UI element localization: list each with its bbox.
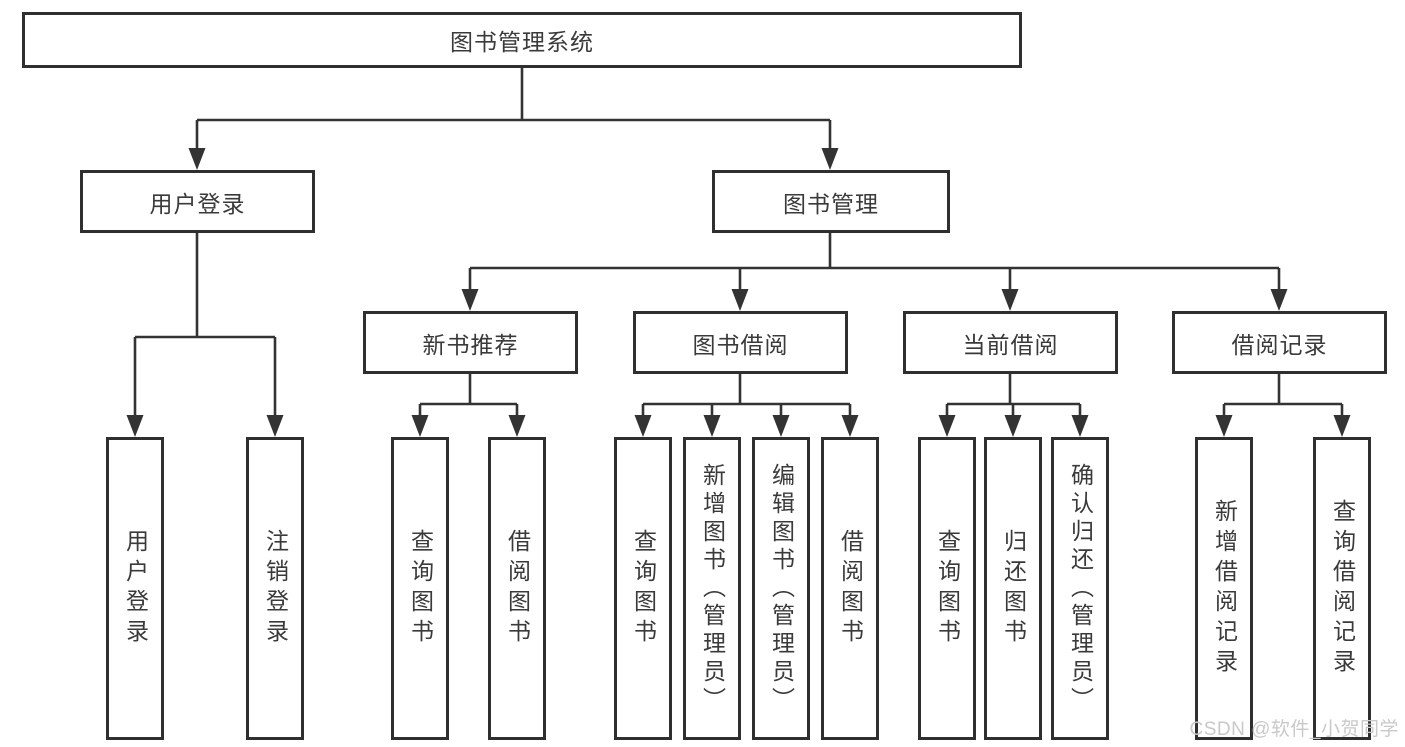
leaf-newbook-query-books: 查询图书	[391, 437, 449, 740]
leaf-current-return-books: 归还图书	[984, 437, 1042, 740]
leaf-borrow-add-books-admin: 新增图书（管理员）	[683, 437, 741, 740]
root-node-library-system: 图书管理系统	[22, 12, 1022, 68]
leaf-records-query-borrow-record: 查询借阅记录	[1313, 437, 1371, 740]
connector-records-to-leaves	[1215, 374, 1351, 437]
node-current-borrowing: 当前借阅	[903, 311, 1118, 374]
node-book-management: 图书管理	[712, 170, 950, 233]
connector-management-to-level3	[461, 233, 1288, 311]
leaf-current-confirm-return-admin: 确认归还（管理员）	[1051, 437, 1109, 740]
csdn-watermark: CSDN @软件_小贺同学	[1189, 719, 1399, 740]
connector-borrow-to-leaves	[634, 374, 859, 437]
leaf-borrow-edit-books-admin: 编辑图书（管理员）	[752, 437, 810, 740]
connector-newbook-to-leaves	[411, 374, 526, 437]
leaf-current-query-books: 查询图书	[918, 437, 976, 740]
node-user-login: 用户登录	[80, 170, 315, 233]
leaf-user-login: 用户登录	[106, 437, 164, 740]
node-book-borrowing: 图书借阅	[633, 311, 848, 374]
node-new-book-recommendation: 新书推荐	[363, 311, 578, 374]
connector-login-to-leaves	[126, 233, 284, 437]
leaf-borrow-borrow-books: 借阅图书	[821, 437, 879, 740]
connector-root-to-level2	[188, 68, 839, 170]
connector-current-to-leaves	[938, 374, 1089, 437]
leaf-newbook-borrow-books: 借阅图书	[488, 437, 546, 740]
leaf-borrow-query-books: 查询图书	[614, 437, 672, 740]
node-borrowing-records: 借阅记录	[1172, 311, 1387, 374]
leaf-records-add-borrow-record: 新增借阅记录	[1195, 437, 1253, 740]
leaf-logout: 注销登录	[246, 437, 304, 740]
